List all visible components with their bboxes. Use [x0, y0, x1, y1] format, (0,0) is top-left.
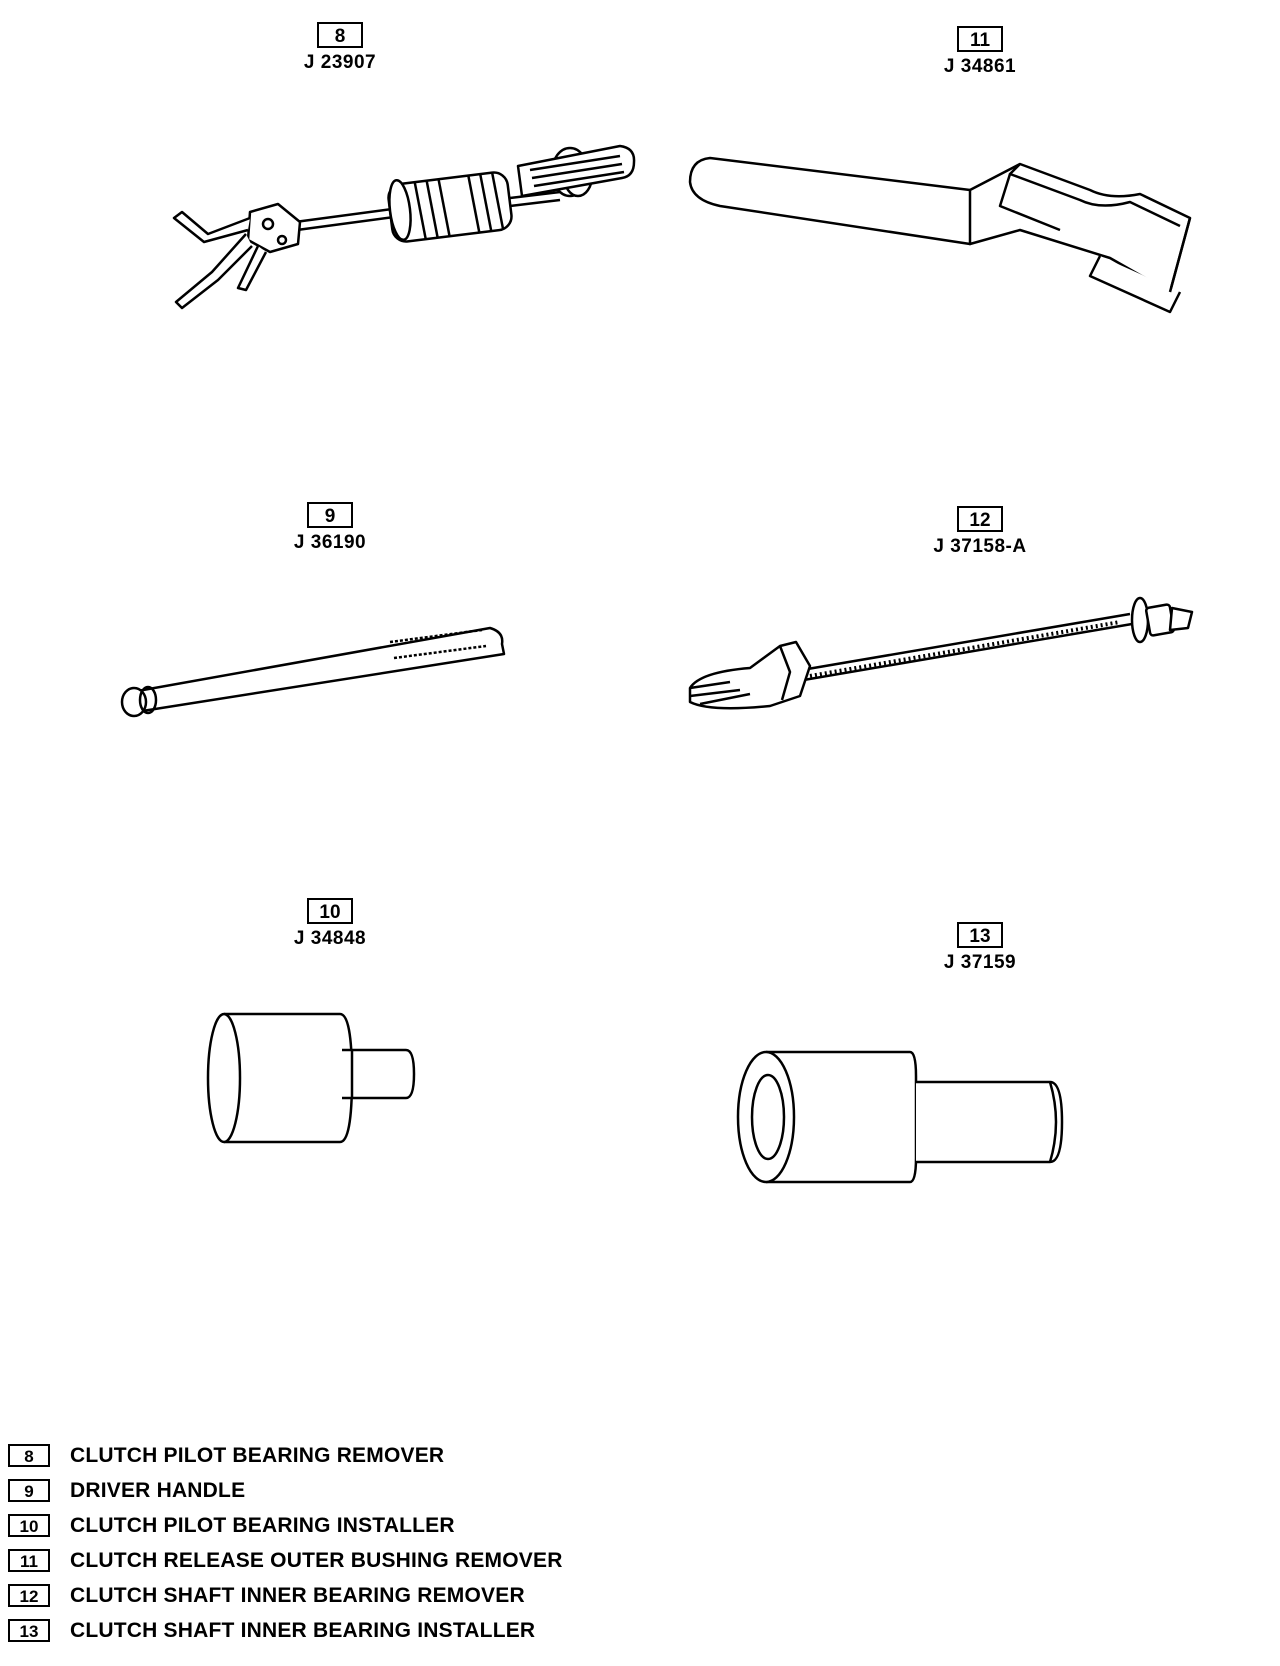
- pilot-bearing-installer-illustration: [90, 998, 570, 1198]
- tool-part-number: J 37158-A: [933, 536, 1027, 557]
- inner-bearing-installer-illustration: [710, 1022, 1190, 1222]
- legend-item: 9 DRIVER HANDLE: [8, 1473, 708, 1508]
- legend-label: CLUTCH PILOT BEARING INSTALLER: [70, 1513, 455, 1537]
- legend-number-badge: 10: [8, 1514, 50, 1537]
- slide-hammer-puller-illustration: [100, 112, 640, 332]
- legend-item: 11 CLUTCH RELEASE OUTER BUSHING REMOVER: [8, 1543, 708, 1578]
- legend-number-badge: 12: [8, 1584, 50, 1607]
- tool-10: 10 J 34848: [90, 898, 570, 950]
- legend-label: CLUTCH RELEASE OUTER BUSHING REMOVER: [70, 1548, 563, 1572]
- tool-number-badge: 9: [307, 502, 353, 528]
- legend-item: 10 CLUTCH PILOT BEARING INSTALLER: [8, 1508, 708, 1543]
- tool-number-badge: 10: [307, 898, 353, 924]
- tool-part-number: J 34848: [293, 928, 367, 949]
- tool-number-badge: 13: [957, 922, 1003, 948]
- legend-label: CLUTCH SHAFT INNER BEARING REMOVER: [70, 1583, 525, 1607]
- tool-part-number: J 23907: [303, 52, 377, 73]
- tool-12: 12 J 37158-A: [740, 506, 1220, 558]
- tool-8: 8 J 23907: [100, 22, 580, 74]
- tool-number-badge: 11: [957, 26, 1003, 52]
- tool-number-badge: 12: [957, 506, 1003, 532]
- legend-item: 13 CLUTCH SHAFT INNER BEARING INSTALLER: [8, 1613, 708, 1648]
- bushing-remover-lever-illustration: [670, 146, 1230, 346]
- tool-part-number: J 34861: [943, 56, 1017, 77]
- legend-number-badge: 9: [8, 1479, 50, 1502]
- tool-11: 11 J 34861: [740, 26, 1220, 78]
- legend-label: DRIVER HANDLE: [70, 1478, 246, 1502]
- legend-number-badge: 8: [8, 1444, 50, 1467]
- legend-number-badge: 11: [8, 1549, 50, 1572]
- tool-part-number: J 37159: [943, 952, 1017, 973]
- tool-9: 9 J 36190: [90, 502, 570, 554]
- bearing-remover-threaded-rod-illustration: [670, 576, 1230, 726]
- legend-label: CLUTCH SHAFT INNER BEARING INSTALLER: [70, 1618, 536, 1642]
- legend-number-badge: 13: [8, 1619, 50, 1642]
- legend-label: CLUTCH PILOT BEARING REMOVER: [70, 1443, 445, 1467]
- legend-item: 8 CLUTCH PILOT BEARING REMOVER: [8, 1438, 708, 1473]
- driver-handle-illustration: [90, 602, 590, 722]
- legend-item: 12 CLUTCH SHAFT INNER BEARING REMOVER: [8, 1578, 708, 1613]
- tool-13: 13 J 37159: [740, 922, 1220, 974]
- tool-legend: 8 CLUTCH PILOT BEARING REMOVER 9 DRIVER …: [8, 1438, 708, 1648]
- tool-part-number: J 36190: [293, 532, 367, 553]
- tool-number-badge: 8: [317, 22, 363, 48]
